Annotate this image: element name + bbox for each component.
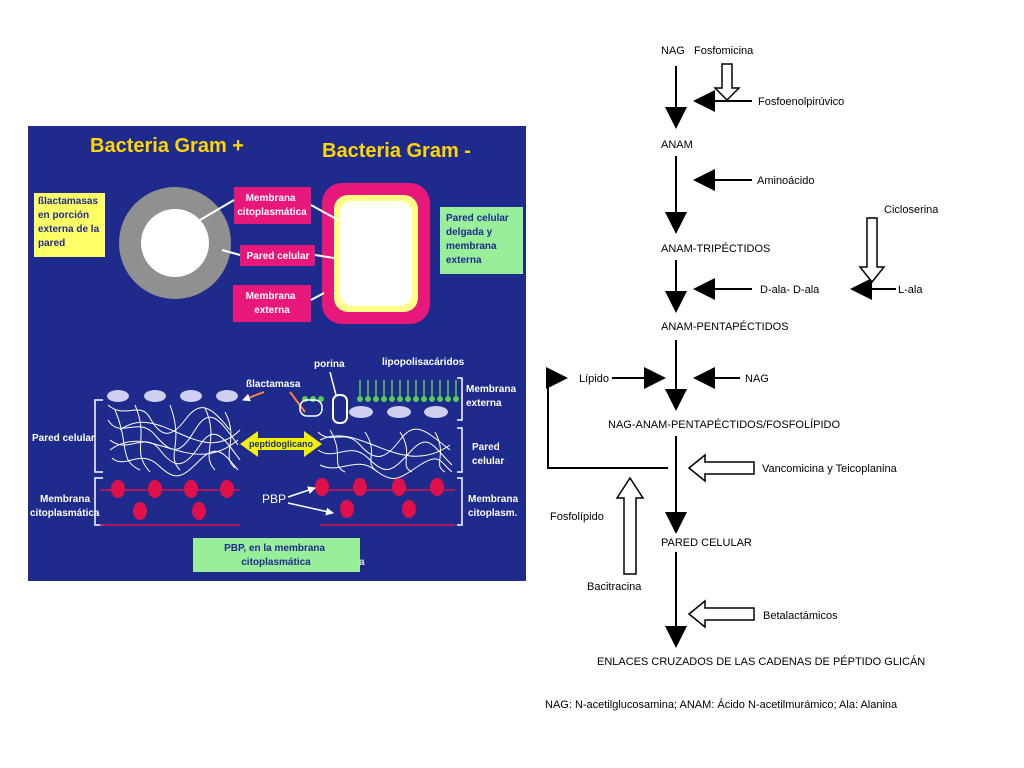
lps-heads [302,396,459,402]
pared-celular-text: Pared celular [247,251,310,262]
peptidoglycan-mesh-right [317,428,453,479]
bracket-membrana-externa [457,377,463,421]
biosynthesis-flowchart: NAG Fosfomicina Fosfoenolpirúvico ANAM A… [545,45,939,711]
aminoacido-label: Aminoácido [757,175,814,187]
fosfomicina-inhibitor-arrow [713,63,741,102]
porina-pointer [329,371,337,396]
fosfolipido-label: Fosfolípido [550,511,604,523]
peptidoglicano-arrow [240,431,322,457]
betalactamicos-label: Betalactámicos [763,610,838,622]
blactamasas-box [34,193,105,257]
pbp-box [193,538,360,572]
connector-cito [199,199,235,221]
pared-celular-flow-label: PARED CELULAR [661,537,752,549]
bracket-pared-right [457,427,463,473]
title-gram-negative: Bacteria Gram - [322,140,471,162]
fosfomicina-label: Fosfomicina [694,45,754,57]
porina-label: porina [314,359,345,370]
pared-celular-box [240,245,315,266]
gram-positive-cytoplasm [141,209,209,277]
membrana-externa-right-label: Membrana externa [466,384,519,409]
cicloserina-inhibitor-arrow [858,217,886,284]
bacitracina-inhibitor-arrow [615,476,645,575]
pared-delgada-box [440,207,523,274]
pbp-arrow-down [287,502,334,516]
blactamasa-arrow [242,391,265,402]
stray-letter: a [359,557,365,568]
anam-label: ANAM [661,139,693,151]
anam-tripeptidos-label: ANAM-TRIPÉCTIDOS [661,242,770,255]
blactamasa-arrow-right [289,391,306,413]
connector-externa [310,292,325,301]
vancomicina-label: Vancomicina y Teicoplanina [762,463,898,475]
surface-ellipses [107,390,448,418]
membrana-cito-left-label: Membrana citoplasmática [30,494,100,519]
bracket-membrana-cito-left [94,477,103,526]
cicloserina-label: Cicloserina [884,204,939,216]
peptidoglicano-label: peptidoglicano [249,439,314,449]
pbp-label: PBP [262,492,286,506]
nag-mid-label: NAG [745,373,769,385]
bracket-membrana-cito-right [457,477,463,526]
lala-label: L-ala [898,284,923,296]
membrana-cito-right-label: Membrana citoplasm. [468,494,521,519]
enlaces-label: ENLACES CRUZADOS DE LAS CADENAS DE PÉPTI… [597,655,925,668]
connector-pared-right [314,254,335,259]
fosfoenolpiruvico-label: Fosfoenolpirúvico [758,96,844,108]
membrana-citoplasmatica-text: Membrana citoplasmática [237,193,307,218]
pared-celular-left-label: Pared celular [32,433,95,444]
gram-negative-inner [340,201,412,306]
pbp-arrow-up [287,486,316,498]
gram-diagram-panel: Bacteria Gram + Bacteria Gram - ßlactama… [28,126,526,581]
blactamasas-text: ßlactamasas en porción externa de la par… [38,196,102,249]
nag-top-label: NAG [661,45,685,57]
porina-channel-2 [299,399,323,417]
lps-fringe [359,380,457,398]
membrana-externa-box [233,285,311,322]
anam-pentapeptidos-label: ANAM-PENTAPÉCTIDOS [661,320,789,333]
bacitracina-label: Bacitracina [587,581,642,593]
membrana-citoplasmatica-box [234,187,311,224]
bracket-pared-left [94,399,103,473]
peptidoglycan-mesh-left [107,404,241,477]
betalactamicos-inhibitor-arrow [687,599,755,629]
vancomicina-inhibitor-arrow [687,453,755,483]
lipido-label: Lípido [579,373,609,385]
nag-anam-pentapeptidos-label: NAG-ANAM-PENTAPÉCTIDOS/FOSFOLÍPIDO [608,418,840,431]
connector-pared-left [221,249,241,256]
lipopolisacaridos-label: lipopolisacáridos [382,357,465,368]
lipid-recycle-loop [546,367,668,469]
blactamasa-label: ßlactamasa [246,379,301,390]
dala-label: D-ala- D-ala [760,284,820,296]
connector-cito-right [310,204,339,221]
porina-channel [332,394,348,424]
membrane-proteins [111,478,444,520]
footnote: NAG: N-acetilglucosamina; ANAM: Ácido N-… [545,698,898,711]
title-gram-positive: Bacteria Gram + [90,135,244,157]
pared-delgada-text: Pared celular delgada y membrana externa [446,213,512,266]
membrana-externa-text: Membrana externa [246,291,299,316]
pbp-box-text: PBP, en la membrana citoplasmática [224,543,328,568]
pared-celular-right-label: Pared celular [472,442,504,467]
